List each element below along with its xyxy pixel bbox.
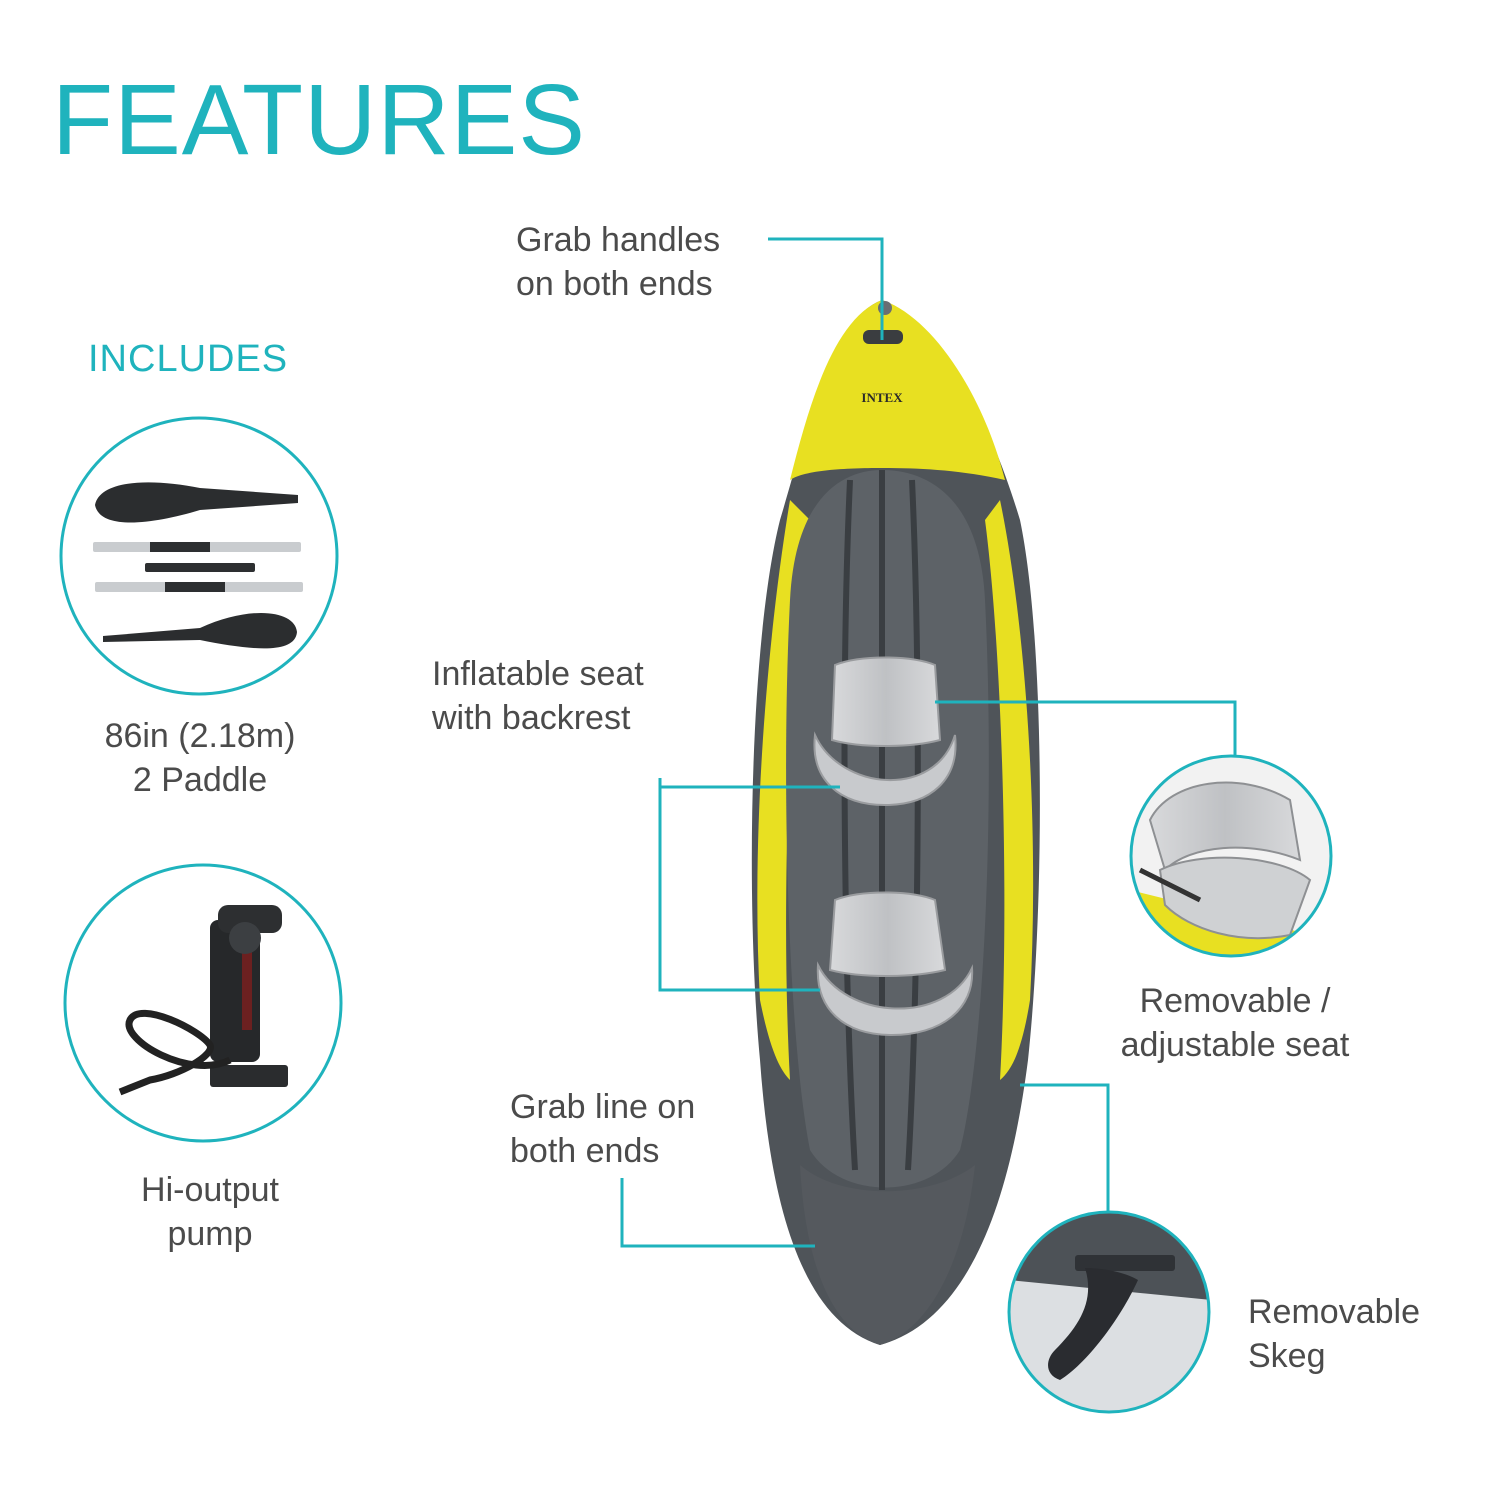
callout-grab-handles: Grab handles on both ends	[516, 221, 721, 303]
callout-grab-line: Grab line on both ends	[510, 1088, 696, 1170]
skeg-closeup-icon	[1007, 1210, 1211, 1414]
callout-inflatable-seat: Inflatable seat with backrest	[432, 655, 644, 737]
kayak-brand: INTEX	[861, 390, 903, 405]
includes-heading: INCLUDES	[88, 338, 289, 380]
paddle-caption: 86in (2.18m) 2 Paddle	[104, 717, 296, 799]
callout-lines	[620, 237, 1237, 1248]
paddle-icon	[59, 416, 339, 696]
callout-skeg: Removable Skeg	[1248, 1293, 1420, 1375]
front-seat	[813, 656, 957, 807]
pump-caption: Hi-output pump	[141, 1171, 279, 1253]
rear-seat	[816, 891, 974, 1037]
callout-removable-seat: Removable / adjustable seat	[1120, 982, 1350, 1064]
kayak-image: INTEX	[751, 300, 1040, 1345]
page-title: FEATURES	[52, 64, 586, 176]
pump-icon	[63, 863, 343, 1143]
seat-closeup-icon	[1129, 754, 1333, 958]
